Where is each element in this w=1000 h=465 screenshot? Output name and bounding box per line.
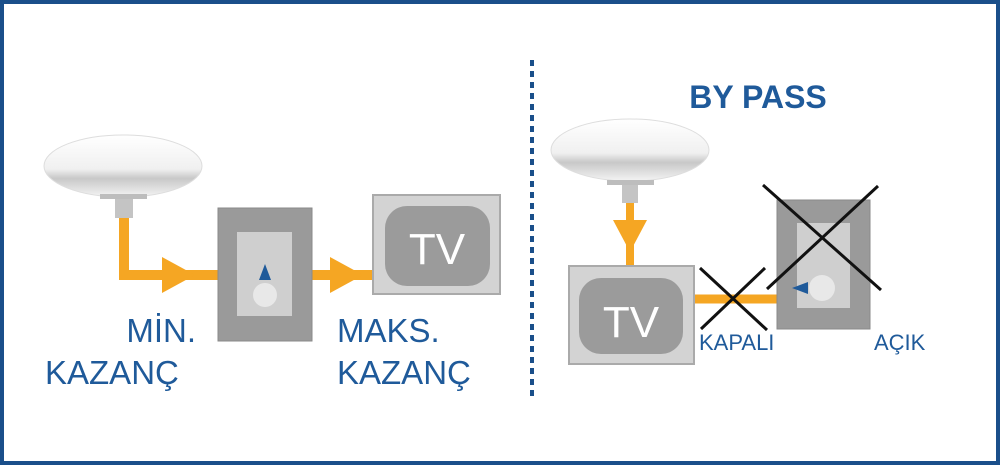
min-gain-label: MİN. xyxy=(126,312,196,349)
left-antenna-icon xyxy=(43,134,203,218)
right-tv-icon: TV xyxy=(568,265,695,365)
max-gain-label: MAKS. xyxy=(337,312,440,349)
left-tv-icon: TV xyxy=(372,194,501,295)
knob-pointer-icon xyxy=(792,282,808,294)
max-gain-label-2: KAZANÇ xyxy=(337,354,471,391)
tv-label: TV xyxy=(603,298,660,347)
cross-mark-icon xyxy=(698,266,769,332)
min-gain-label-2: KAZANÇ xyxy=(45,354,179,391)
on-label: AÇIK xyxy=(874,330,926,355)
right-signal-path xyxy=(613,203,779,304)
tv-label: TV xyxy=(409,225,466,274)
knob-pointer-icon xyxy=(259,264,271,280)
bypass-title: BY PASS xyxy=(689,79,827,115)
cross-mark-icon xyxy=(762,183,882,292)
arrow-down-icon xyxy=(613,220,647,252)
arrow-right-icon xyxy=(330,257,363,293)
right-amplifier-icon xyxy=(776,199,871,330)
right-antenna-icon xyxy=(550,118,710,203)
off-label: KAPALI xyxy=(699,330,774,355)
left-signal-path xyxy=(119,218,375,293)
left-amplifier-icon xyxy=(217,207,313,342)
arrow-right-icon xyxy=(162,257,195,293)
